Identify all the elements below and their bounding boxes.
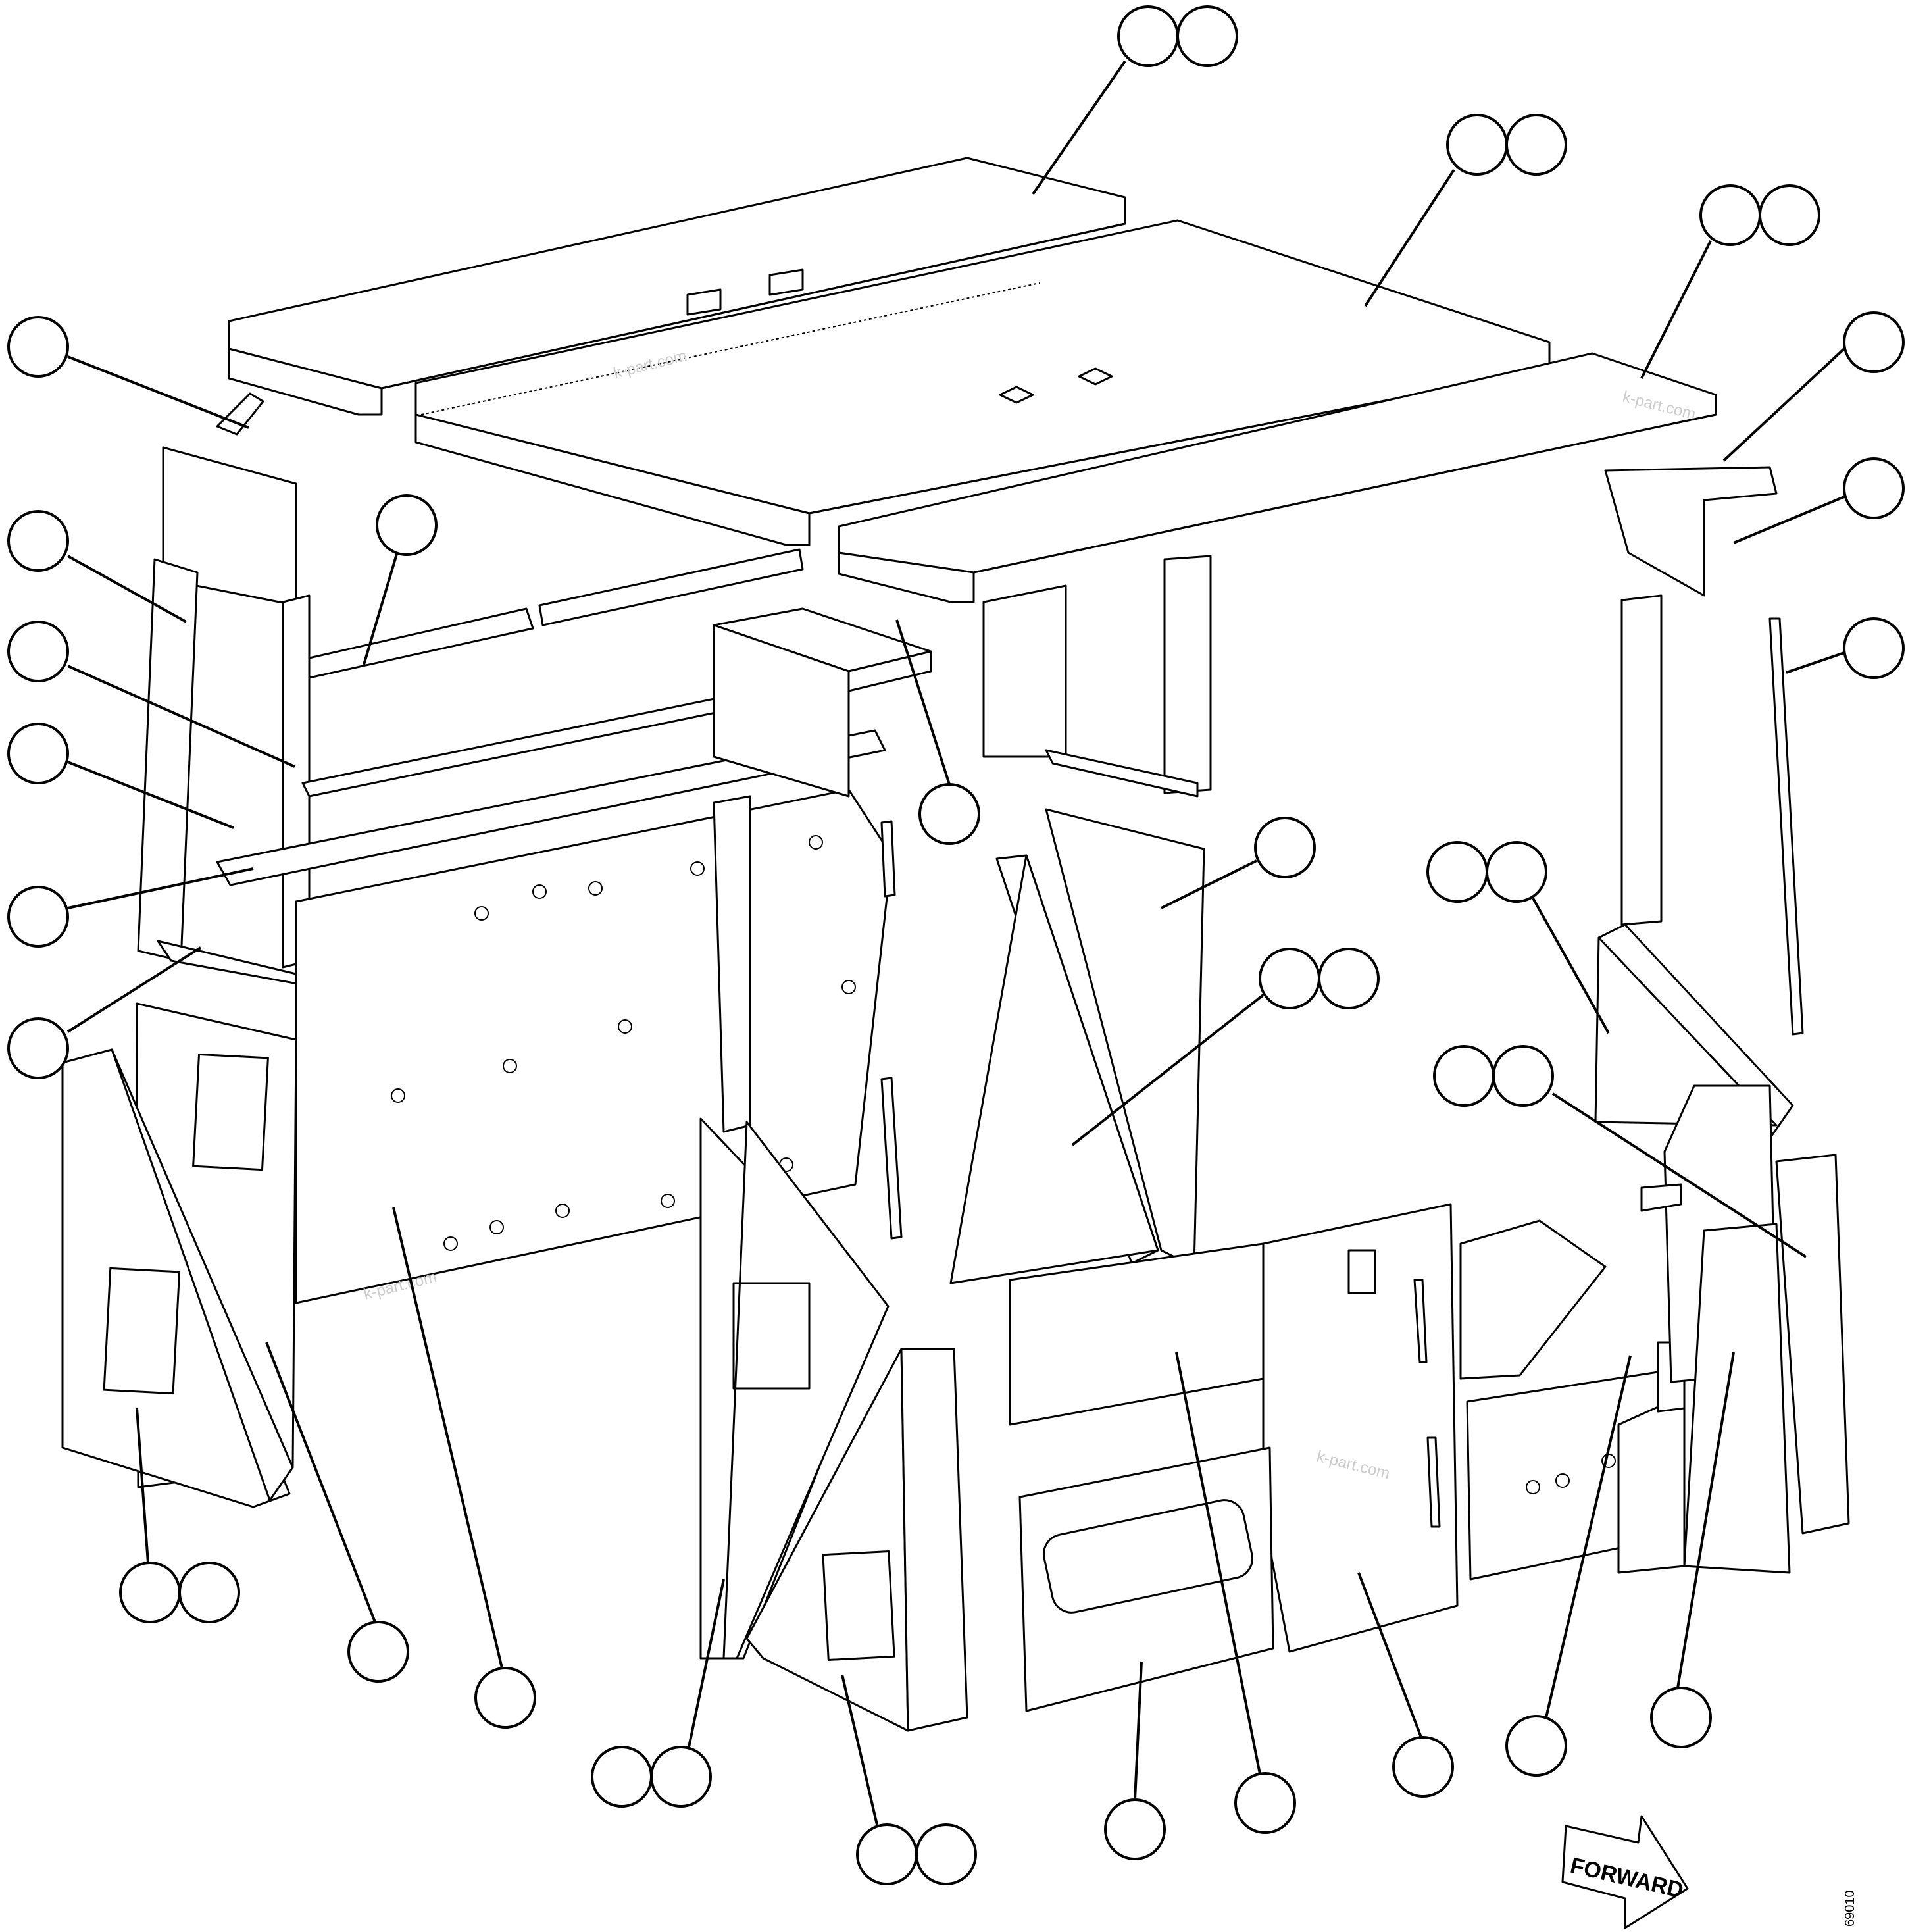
callout-bubble — [1505, 114, 1567, 176]
callout-c22 — [591, 1746, 712, 1808]
callout-bubble — [1446, 114, 1508, 176]
callout-c03 — [1699, 184, 1820, 246]
callout-bubble — [1259, 948, 1320, 1009]
roof-panel-center — [414, 219, 1551, 546]
forward-arrow: FORWARD — [1561, 1815, 1689, 1929]
callout-c13 — [1254, 817, 1316, 878]
callout-c12 — [918, 783, 980, 845]
callout-bubble — [1759, 184, 1820, 246]
callout-bubble — [119, 1562, 181, 1623]
front-center-uprights — [949, 555, 1212, 1284]
callout-bubble — [1492, 1045, 1554, 1107]
callout-bubble — [650, 1746, 712, 1808]
callout-bubble — [1426, 841, 1488, 903]
roof-brackets — [686, 268, 804, 316]
roof-panel-front — [838, 352, 1717, 603]
callout-bubble — [915, 1823, 977, 1885]
callout-c02 — [1446, 114, 1567, 176]
drawing-code: 69010 — [1843, 1890, 1857, 1927]
callout-c15 — [7, 1017, 69, 1079]
front-right-frame — [1594, 466, 1804, 1140]
forward-arrow-icon — [1561, 1815, 1689, 1929]
callout-c11 — [7, 723, 69, 784]
left-front-side-panel — [699, 820, 968, 1732]
callout-c24 — [1104, 1798, 1166, 1860]
callout-c16 — [1259, 948, 1380, 1009]
callout-c26 — [1392, 1736, 1454, 1798]
callout-c08 — [376, 494, 438, 556]
callout-c20 — [347, 1621, 409, 1683]
callout-c10 — [7, 621, 69, 682]
callout-c27 — [1505, 1715, 1567, 1777]
front-console-frame — [1459, 1219, 1686, 1581]
roof-panel-rear — [228, 157, 1126, 416]
callout-c07 — [7, 510, 69, 572]
callout-bubble — [1433, 1045, 1495, 1107]
callout-c18 — [1433, 1045, 1554, 1107]
callout-c04 — [7, 316, 69, 378]
left-rear-side-panel — [61, 1002, 297, 1508]
callout-bubble — [1318, 948, 1380, 1009]
callout-leaders — [66, 60, 1845, 1825]
callout-c09 — [1843, 617, 1905, 679]
callout-c06 — [1843, 457, 1905, 519]
callout-c21 — [474, 1667, 536, 1729]
callout-c01 — [1117, 5, 1238, 67]
callout-bubble — [1699, 184, 1761, 246]
callout-bubble — [591, 1746, 653, 1808]
callout-c25 — [1234, 1772, 1296, 1834]
callout-c28 — [1650, 1687, 1712, 1748]
callout-c19 — [119, 1562, 240, 1623]
callout-c05 — [1843, 311, 1905, 373]
callout-bubble — [178, 1562, 240, 1623]
callout-c14 — [7, 886, 69, 948]
callout-bubble — [1117, 5, 1179, 67]
callout-c23 — [856, 1823, 977, 1885]
center-rear-box — [713, 607, 932, 1133]
rear-left-post-frame — [137, 392, 311, 969]
callout-bubble — [1486, 841, 1547, 903]
callout-bubble — [1176, 5, 1238, 67]
callout-bubble — [856, 1823, 918, 1885]
front-lower-dash-assembly — [1009, 1203, 1459, 1712]
callout-c17 — [1426, 841, 1547, 903]
